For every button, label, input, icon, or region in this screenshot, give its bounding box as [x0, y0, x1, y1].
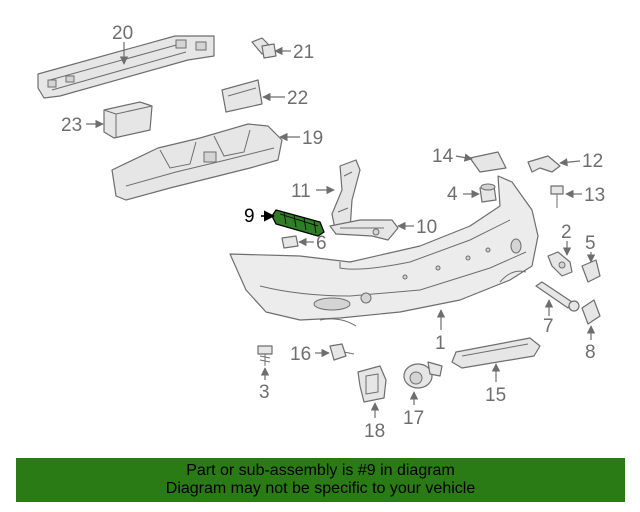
part-2-nut[interactable]	[547, 251, 573, 277]
callout-4[interactable]: 4	[447, 184, 458, 205]
callout-5[interactable]: 5	[585, 233, 596, 254]
callout-7[interactable]: 7	[543, 316, 554, 337]
part-5-cap[interactable]	[581, 259, 601, 283]
callout-9[interactable]: 9	[244, 206, 255, 227]
callout-14[interactable]: 14	[432, 146, 454, 167]
part-1-bumper-cover[interactable]	[229, 175, 539, 327]
part-19-absorber[interactable]	[111, 123, 283, 201]
callout-11[interactable]: 11	[291, 181, 311, 202]
part-10-retainer[interactable]	[329, 219, 399, 241]
callout-13[interactable]: 13	[584, 185, 605, 206]
callout-15[interactable]: 15	[485, 385, 506, 406]
part-14-clip[interactable]	[469, 151, 507, 173]
part-22-pad[interactable]	[221, 79, 263, 113]
part-7-tow-bolt[interactable]	[535, 281, 580, 312]
footer-line-part-number: Part or sub-assembly is #9 in diagram	[186, 462, 455, 479]
callout-3[interactable]: 3	[259, 382, 270, 403]
part-23-block[interactable]	[103, 101, 153, 139]
part-3-bolt[interactable]	[257, 345, 273, 366]
callout-23[interactable]: 23	[61, 115, 82, 136]
part-15-reflector[interactable]	[451, 337, 541, 369]
callout-6[interactable]: 6	[316, 233, 327, 254]
part-16-bolt[interactable]	[329, 343, 355, 361]
part-12-bracket[interactable]	[527, 155, 561, 173]
footer-line-disclaimer: Diagram may not be specific to your vehi…	[165, 480, 476, 497]
part-17-parking-sensor[interactable]	[403, 361, 443, 389]
part-18-sensor-bracket[interactable]	[357, 365, 387, 403]
callout-20[interactable]: 20	[112, 23, 133, 44]
footer-banner: Part or sub-assembly is #9 in diagram Di…	[16, 458, 625, 502]
callout-8[interactable]: 8	[585, 342, 596, 363]
callout-21[interactable]: 21	[293, 42, 314, 63]
callout-2[interactable]: 2	[561, 222, 572, 243]
parts-diagram: 20 21 22 23 19 14 12 4	[37, 23, 605, 442]
callout-18[interactable]: 18	[364, 421, 385, 442]
part-6-clip[interactable]	[281, 235, 299, 249]
part-4-grommet[interactable]	[479, 183, 497, 203]
part-21-bolt[interactable]	[251, 37, 277, 59]
callout-22[interactable]: 22	[287, 88, 308, 109]
callout-10[interactable]: 10	[416, 217, 437, 238]
callout-17[interactable]: 17	[403, 408, 424, 429]
part-8-tow-cover[interactable]	[581, 299, 601, 325]
callout-19[interactable]: 19	[302, 128, 323, 149]
part-20-reinforcement[interactable]	[37, 35, 215, 99]
part-13-screw[interactable]	[550, 185, 564, 208]
callout-16[interactable]: 16	[290, 344, 311, 365]
callout-12[interactable]: 12	[582, 151, 603, 172]
callout-1[interactable]: 1	[435, 333, 446, 354]
